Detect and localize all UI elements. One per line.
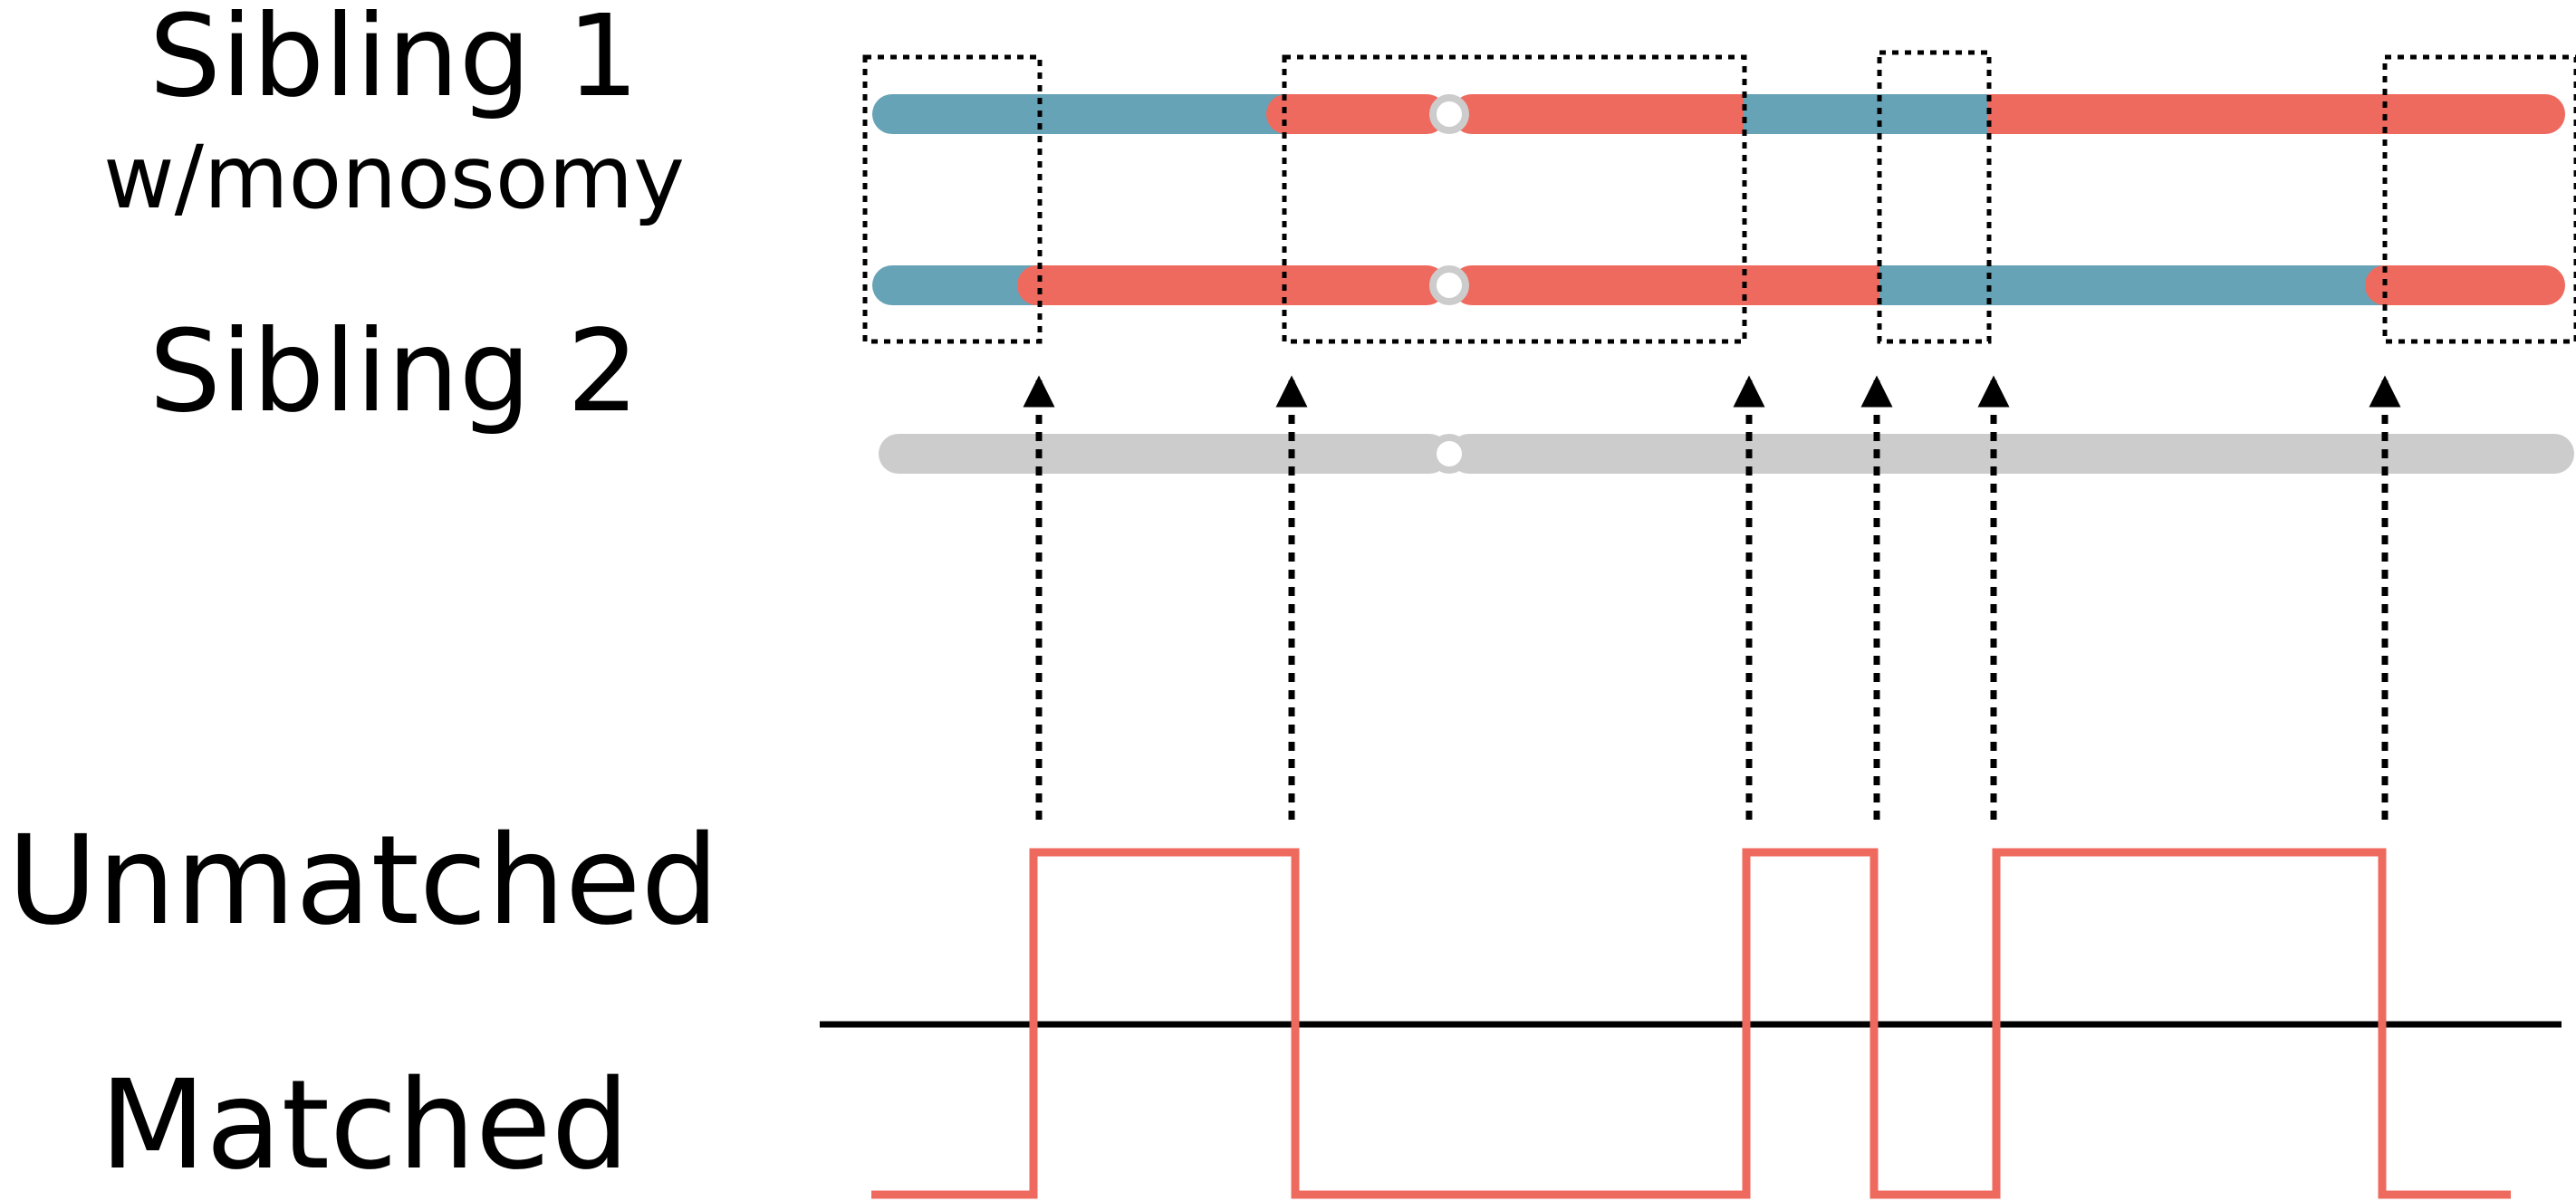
breakpoint-boxes [862, 50, 2576, 344]
sibling-2-centromere [1429, 265, 1469, 305]
unmatched-label: Unmatched [7, 810, 719, 953]
reference-chromosome [879, 434, 2574, 474]
breakpoint-box [1877, 50, 1992, 344]
sibling-1-sublabel: w/monosomy [103, 127, 685, 228]
breakpoint-box [862, 54, 1043, 344]
breakpoint-arrows [1023, 375, 2401, 820]
sibling-2-chromosome [872, 265, 2565, 305]
sibling-2-label: Sibling 2 [149, 306, 639, 437]
sibling-1-centromere [1429, 94, 1469, 134]
breakpoint-box [1282, 54, 1747, 344]
breakpoint-box [2382, 54, 2576, 344]
sibling-1-chromosome [872, 94, 2565, 134]
sibling-1-label: Sibling 1 [149, 0, 639, 122]
match-signal-trace [871, 848, 2511, 1199]
matched-label: Matched [100, 1054, 630, 1197]
reference-centromere [1429, 434, 1469, 474]
